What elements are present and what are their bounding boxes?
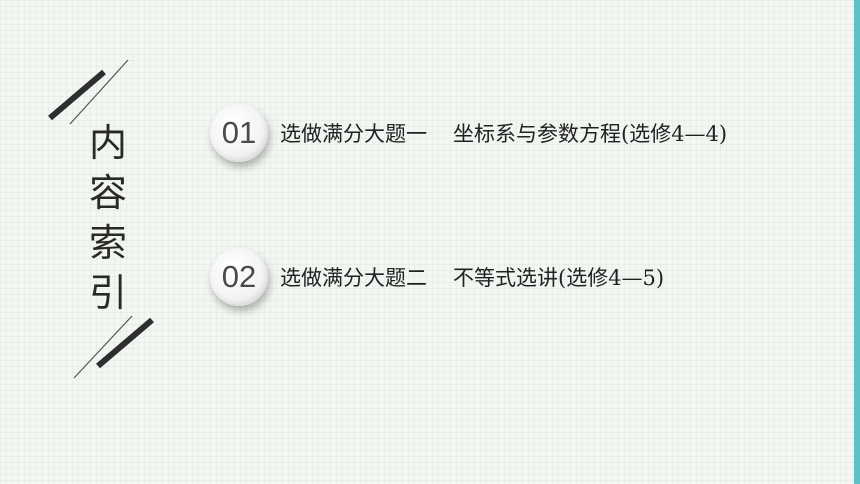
toc-part-label: 选做满分大题一 — [280, 122, 427, 146]
title-char: 容 — [88, 171, 127, 215]
toc-item-text: 选做满分大题二 不等式选讲(选修4—5) — [280, 262, 664, 292]
toc-item-text: 选做满分大题一 坐标系与参数方程(选修4—4) — [280, 118, 727, 148]
badge-number: 02 — [221, 259, 257, 294]
toc-item-2[interactable]: 02 选做满分大题二 不等式选讲(选修4—5) — [210, 248, 664, 306]
number-badge: 02 — [210, 248, 268, 306]
toc-item-1[interactable]: 01 选做满分大题一 坐标系与参数方程(选修4—4) — [210, 104, 727, 162]
vertical-title: 内 容 索 引 — [84, 118, 132, 318]
number-badge: 01 — [210, 104, 268, 162]
bottom-thick-line — [96, 317, 154, 369]
accent-bar — [854, 0, 860, 484]
bottom-thin-line — [73, 315, 133, 379]
top-thick-line — [48, 69, 106, 121]
top-thin-line — [69, 59, 129, 125]
title-char: 引 — [88, 271, 127, 315]
badge-number: 01 — [221, 115, 257, 150]
title-char: 内 — [88, 121, 127, 165]
toc-topic-label: 不等式选讲(选修4—5) — [453, 266, 665, 290]
toc-part-label: 选做满分大题二 — [280, 266, 427, 290]
toc-topic-label: 坐标系与参数方程(选修4—4) — [453, 122, 728, 146]
title-char: 索 — [88, 221, 127, 265]
